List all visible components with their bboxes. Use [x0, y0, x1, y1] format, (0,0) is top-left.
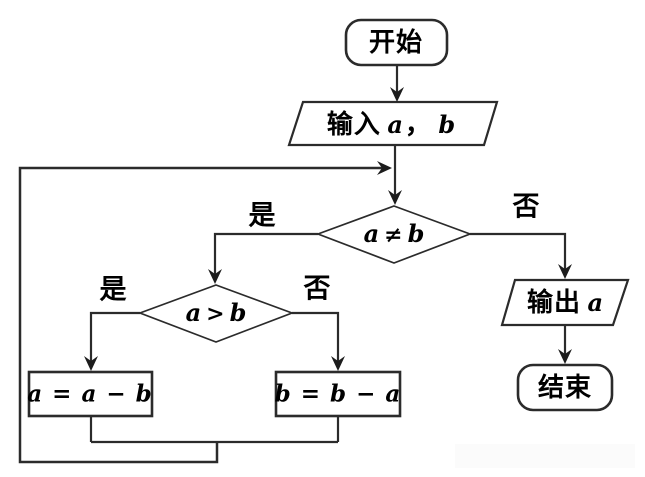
input-label: 输入 a， b	[327, 111, 457, 137]
input-separator: ，	[404, 109, 432, 139]
arrowhead-into-process-right	[331, 356, 345, 371]
arrowhead-into-process-left	[84, 356, 98, 371]
decision1-diamond-shape	[315, 205, 473, 264]
decision2-lhs: a	[185, 298, 202, 327]
start-terminal-shape	[344, 18, 449, 67]
output-parallelogram-shape	[500, 278, 630, 327]
decision2-diamond-shape	[137, 284, 295, 343]
decision1-rhs: b	[407, 219, 425, 248]
decision2-yes-label: 是	[99, 274, 127, 305]
output-label: 输出 a	[527, 289, 605, 315]
process-right-rect-shape	[274, 370, 402, 418]
arrowhead-into-decision2	[208, 269, 222, 284]
decision2-label: a>b	[184, 298, 249, 327]
decision1-yes-label: 是	[248, 200, 276, 231]
end-label: 结束	[537, 372, 593, 402]
end-terminal-shape	[516, 363, 614, 412]
decision1-label: a≠b	[362, 219, 427, 248]
decision1-no-label: 否	[512, 191, 540, 222]
output-action-text: 输出	[526, 287, 581, 317]
input-parallelogram-shape	[287, 100, 499, 147]
arrowhead-into-output	[558, 264, 572, 279]
process-left-rect-shape	[27, 370, 154, 418]
connector-decision1-yes-branch	[213, 232, 318, 280]
process-right-label: b = b − a	[274, 380, 402, 408]
arrowhead-into-decision1	[388, 190, 402, 205]
connector-decision2-yes-branch	[89, 311, 140, 367]
decision2-no-label: 否	[303, 273, 331, 304]
connector-decision2-no-branch	[292, 311, 340, 366]
connector-decision1-no-branch	[470, 232, 567, 275]
decision2-operator: >	[206, 301, 225, 327]
decision1-operator: ≠	[384, 222, 403, 248]
watermark-remnant	[455, 444, 635, 468]
arrowhead-into-input	[390, 87, 404, 102]
start-label: 开始	[368, 27, 424, 57]
arrowhead-into-end	[558, 349, 572, 364]
input-action-text: 输入	[326, 109, 381, 139]
input-var-b: b	[438, 110, 456, 139]
input-var-a: a	[387, 110, 403, 139]
decision2-rhs: b	[229, 298, 247, 327]
decision1-lhs: a	[363, 219, 380, 248]
process-left-label: a = a − b	[27, 380, 153, 408]
connector-loop-back	[18, 166, 389, 464]
arrowhead-loop-into-mainline	[377, 161, 392, 175]
output-var: a	[587, 288, 604, 317]
